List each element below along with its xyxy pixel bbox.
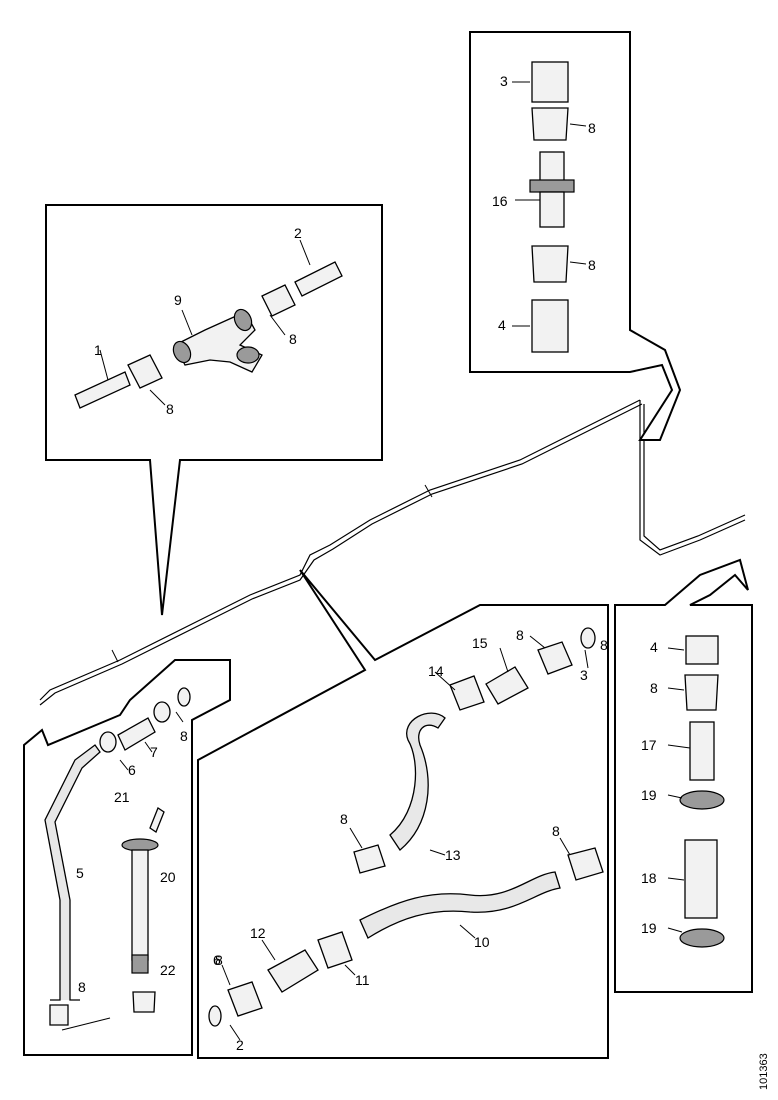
- sleeve-8-e: [153, 701, 171, 723]
- label-18: 18: [641, 870, 657, 886]
- sleeve-8-k: [684, 674, 719, 711]
- clamp-19-a: [679, 790, 725, 810]
- label-8: 8: [650, 680, 658, 696]
- sleeve-6: [99, 731, 117, 753]
- panel-left-hoses: [23, 659, 231, 1056]
- label-8: 8: [340, 811, 348, 827]
- label-8: 8: [588, 257, 596, 273]
- label-15: 15: [472, 635, 488, 651]
- pipe-4: [531, 299, 569, 353]
- label-19: 19: [641, 920, 657, 936]
- label-16: 16: [492, 193, 508, 209]
- label-4: 4: [650, 639, 658, 655]
- screw-21: [149, 807, 165, 833]
- flange-20: [121, 838, 159, 852]
- label-19: 19: [641, 787, 657, 803]
- label-8: 8: [166, 401, 174, 417]
- pipe-end-3: [580, 627, 596, 649]
- pipe-3: [531, 61, 569, 103]
- sleeve-22: [132, 991, 156, 1013]
- sleeve-8-b: [261, 284, 296, 317]
- label-2: 2: [236, 1037, 244, 1053]
- figure-id: 101363: [758, 1053, 770, 1090]
- label-14: 14: [428, 663, 444, 679]
- connector-16: [539, 151, 565, 183]
- label-6: 6: [213, 952, 221, 968]
- label-8: 8: [78, 979, 86, 995]
- sleeve-8-j: [227, 981, 263, 1017]
- label-20: 20: [160, 869, 176, 885]
- hose-18: [684, 839, 718, 919]
- connector-16-lower: [539, 191, 565, 228]
- callout-panel-tee: [45, 204, 383, 616]
- sleeve-8-a: [127, 354, 163, 389]
- pipe-end-1: [177, 687, 191, 707]
- connector-12: [267, 949, 319, 993]
- hose-10: [359, 871, 561, 939]
- label-8: 8: [289, 331, 297, 347]
- label-5: 5: [76, 865, 84, 881]
- sleeve-8-c: [531, 107, 569, 141]
- label-8: 8: [516, 627, 524, 643]
- label-4: 4: [498, 317, 506, 333]
- callout-panel-connector-16: [469, 31, 682, 441]
- sleeve-8-f: [49, 1004, 69, 1026]
- sleeve-8-g: [353, 844, 386, 874]
- sleeve-8-d: [531, 245, 569, 283]
- sleeve-14: [449, 675, 485, 711]
- label-7: 7: [150, 744, 158, 760]
- panel-middle-hoses: [197, 569, 609, 1059]
- hose-13: [389, 712, 446, 851]
- pipe-20: [131, 849, 149, 961]
- pipe-4-b: [685, 635, 719, 665]
- pipe-end-2: [208, 1005, 222, 1027]
- label-10: 10: [474, 934, 490, 950]
- label-8: 8: [552, 823, 560, 839]
- connector-7: [117, 717, 156, 751]
- sleeve-11: [317, 931, 353, 969]
- clamp-19-b: [679, 928, 725, 948]
- sleeve-8-h: [537, 641, 573, 675]
- label-9: 9: [174, 292, 182, 308]
- fuel-line-routing: [39, 399, 746, 706]
- label-11: 11: [355, 972, 370, 988]
- label-8: 8: [588, 120, 596, 136]
- label-22: 22: [160, 962, 176, 978]
- label-17: 17: [641, 737, 657, 753]
- label-3: 3: [500, 73, 508, 89]
- label-6: 6: [128, 762, 136, 778]
- hose-5: [44, 744, 101, 1001]
- part-number-labels: 1 2 2 3 3 4 4 5 6 6 7 9 10 11 12 13 14 1…: [76, 73, 658, 1053]
- label-3: 3: [580, 667, 588, 683]
- connector-15: [485, 666, 529, 705]
- label-13: 13: [445, 847, 461, 863]
- label-12: 12: [250, 925, 266, 941]
- label-21: 21: [114, 789, 130, 805]
- panel-right-connector-17: [614, 558, 753, 993]
- pipe-2: [294, 261, 343, 297]
- label-8: 8: [215, 952, 223, 968]
- label-1: 1: [94, 342, 102, 358]
- label-2: 2: [294, 225, 302, 241]
- sleeve-8-i: [567, 847, 604, 881]
- connector-17: [689, 721, 715, 781]
- label-8: 8: [180, 728, 188, 744]
- label-8: 8: [600, 637, 608, 653]
